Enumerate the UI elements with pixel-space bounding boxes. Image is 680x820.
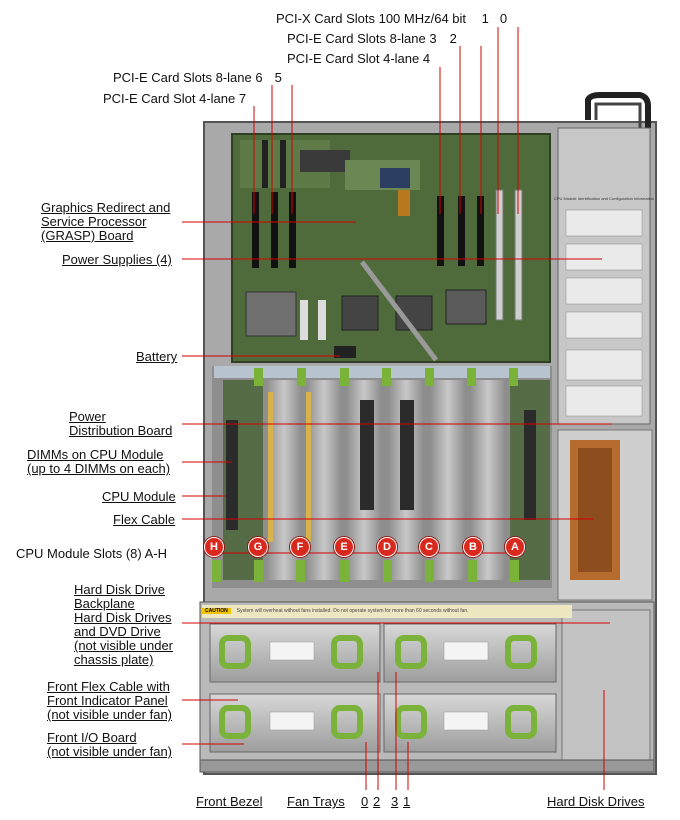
cpu-id-title: CPU Module Identification and Configurat… [554, 196, 654, 201]
caution-tag: CAUTION [202, 608, 231, 614]
cpu-slot-badge-b: B [463, 537, 483, 557]
front-flex-line3: (not visible under fan) [47, 707, 173, 722]
pcix-slots-text: PCI-X Card Slots 100 MHz/64 bit [276, 11, 467, 26]
cpu-slot-badge-g: G [248, 537, 268, 557]
hdd-dvd-line2: and DVD Drive [74, 624, 161, 639]
pcie-slot-5: 5 [274, 70, 282, 85]
fan-trays-label: Fan Trays [287, 795, 345, 808]
hdd-backplane-line1: Hard Disk Drive [74, 582, 166, 597]
fan-tray-2: 2 [373, 794, 381, 809]
pcix-slot-0: 0 [499, 11, 508, 26]
cpu-slots-label: CPU Module Slots (8) A-H [16, 546, 167, 561]
front-io-line2: (not visible under fan) [47, 744, 173, 759]
cpu-slot-badge-c: C [419, 537, 439, 557]
cpu-slot-badge-e: E [334, 537, 354, 557]
hdd-dvd-line4: chassis plate) [74, 652, 154, 667]
cpu-slot-badge-f: F [290, 537, 310, 557]
pcie-slots-left [252, 192, 296, 268]
cpu-module-label: CPU Module [102, 489, 176, 504]
grasp-label-line1: Graphics Redirect and [41, 200, 171, 215]
cpu-slot-badge-d: D [377, 537, 397, 557]
hdd-dvd-line1: Hard Disk Drives [74, 610, 172, 625]
fan-tray-1: 1 [403, 794, 411, 809]
hdd-dvd-line3: (not visible under [74, 638, 173, 653]
grasp-label-line3: (GRASP) Board [41, 228, 134, 243]
dimms-label-line2: (up to 4 DIMMs on each) [27, 461, 171, 476]
caution-label: CAUTION System will overheat without fans… [202, 605, 572, 618]
pcie-slot-6: 6 [255, 70, 263, 85]
front-bezel-label: Front Bezel [196, 794, 263, 809]
pcix-slot-1: 1 [481, 11, 489, 26]
cpu-slot-badge-h: H [204, 537, 224, 557]
pcie-8lane-65-text: PCI-E Card Slots 8-lane [113, 70, 252, 85]
pcie-slot-3: 3 [429, 31, 437, 46]
pcie-8lane-32-text: PCI-E Card Slots 8-lane [287, 31, 426, 46]
grasp-label-line2: Service Processor [41, 214, 147, 229]
caution-text: System will overheat without fans instal… [236, 608, 469, 614]
hdd-backplane-line2: Backplane [74, 596, 135, 611]
fan-tray-0: 0 [361, 794, 369, 809]
cpu-slot-badge-a: A [505, 537, 525, 557]
hard-disk-drives-label: Hard Disk Drives [547, 794, 645, 809]
pcie-4lane-7-label: PCI-E Card Slot 4-lane 7 [103, 91, 247, 106]
front-flex-line1: Front Flex Cable with [47, 679, 170, 694]
dimms-label-line1: DIMMs on CPU Module [27, 447, 164, 462]
front-bezel-strip [199, 759, 655, 773]
power-supplies-label: Power Supplies (4) [62, 252, 172, 267]
pdb-label-line2: Distribution Board [69, 423, 173, 438]
front-io-line1: Front I/O Board [47, 730, 137, 745]
pcie-slots-right [437, 196, 484, 266]
pcie-4lane-4-label: PCI-E Card Slot 4-lane 4 [287, 51, 431, 66]
fan-tray-3: 3 [391, 794, 399, 809]
battery-label: Battery [136, 349, 178, 364]
cpu-module-levers [212, 368, 519, 582]
front-flex-line2: Front Indicator Panel [47, 693, 168, 708]
flex-cable-label: Flex Cable [113, 512, 176, 527]
pdb-label-line1: Power [69, 409, 106, 424]
pcie-slot-2: 2 [449, 31, 457, 46]
hard-disk-plate [561, 609, 651, 771]
fan-trays-text: Fan Trays [287, 794, 345, 809]
